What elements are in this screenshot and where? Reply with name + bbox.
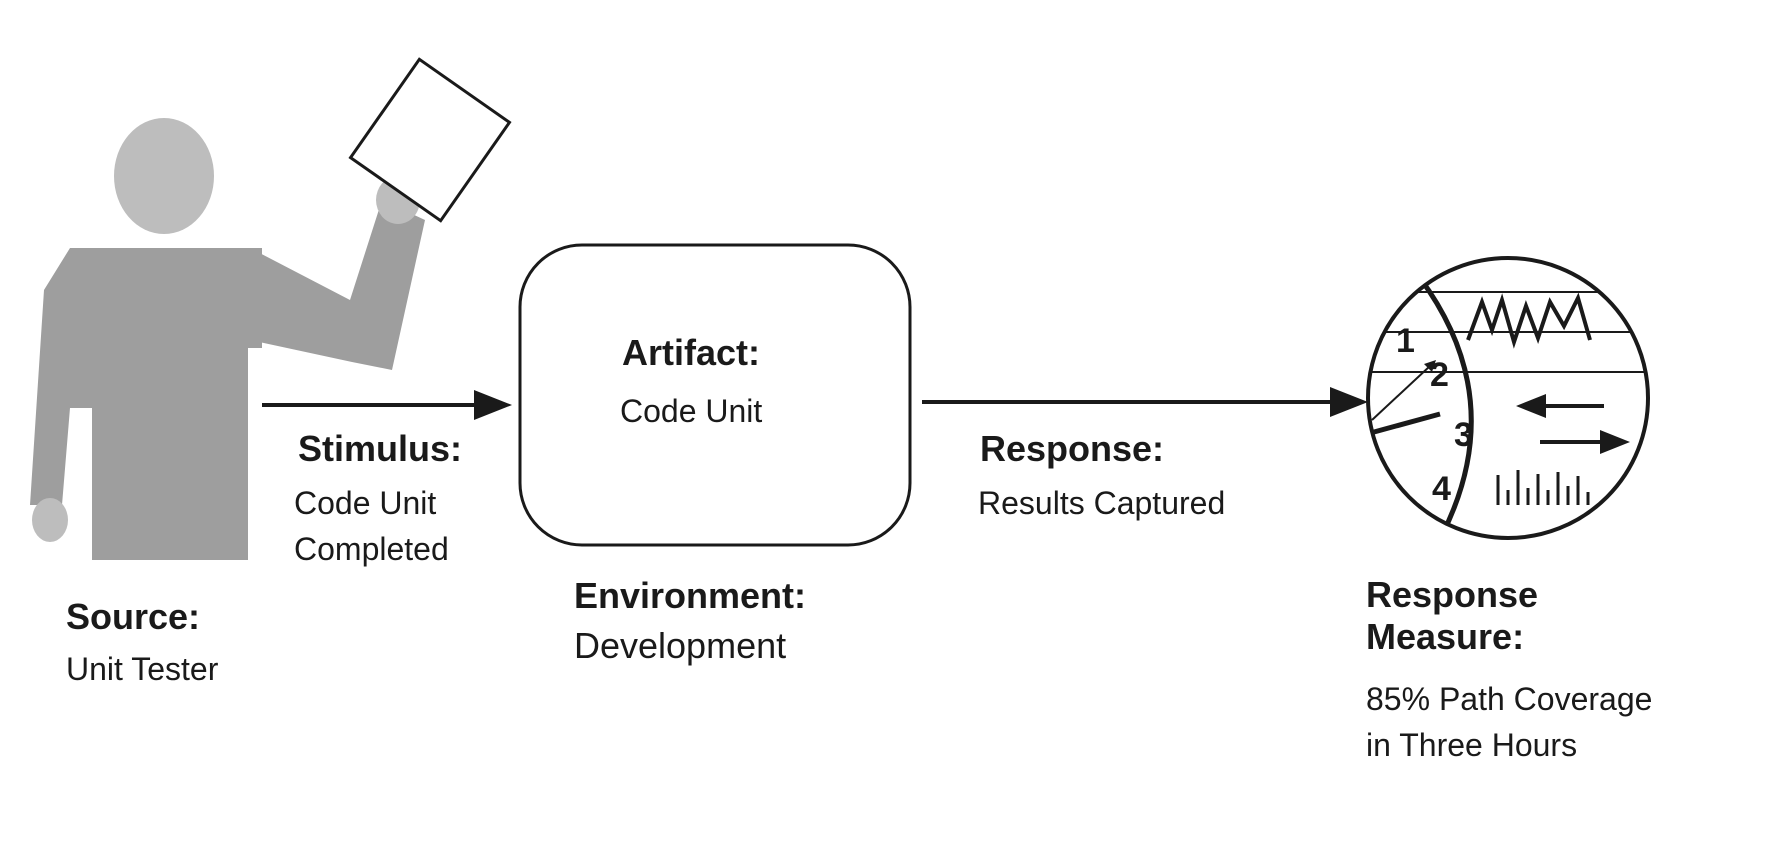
measurement-gauge-icon: 1 2 3 4 <box>1366 256 1650 540</box>
gauge-right-arrow-icon <box>1540 430 1630 454</box>
environment-heading: Environment: <box>574 575 807 616</box>
response-measure-value-line1: 85% Path Coverage <box>1366 681 1653 717</box>
response-measure-heading-line2: Measure: <box>1366 616 1525 657</box>
response-measure-heading-line1: Response <box>1366 574 1539 615</box>
person-hand <box>32 498 68 542</box>
artifact-heading: Artifact: <box>622 332 761 373</box>
stimulus-value-line2: Completed <box>294 531 449 567</box>
gauge-needle-thick <box>1373 411 1441 435</box>
gauge-left-arrow-icon <box>1516 394 1604 418</box>
stimulus-arrow <box>262 390 512 420</box>
artifact-value: Code Unit <box>620 393 763 429</box>
gauge-dial-number-2: 2 <box>1430 356 1449 394</box>
response-arrow <box>922 387 1368 417</box>
response-heading: Response: <box>980 428 1165 469</box>
artifact-box <box>518 243 912 547</box>
response-measure-value-line2: in Three Hours <box>1366 727 1578 763</box>
person-icon <box>30 57 512 560</box>
gauge-waveform <box>1466 292 1592 349</box>
gauge-dial-number-4: 4 <box>1432 470 1451 508</box>
gauge-needle-tip <box>1424 360 1436 372</box>
gauge-needle-thin <box>1371 365 1431 421</box>
stimulus-heading: Stimulus: <box>298 428 463 469</box>
gauge-bar-ticks <box>1496 470 1590 505</box>
stimulus-value-line1: Code Unit <box>294 485 437 521</box>
response-value: Results Captured <box>978 485 1226 521</box>
person-raised-arm <box>250 200 425 370</box>
gauge-dial-number-1: 1 <box>1396 322 1415 360</box>
source-value: Unit Tester <box>66 651 219 687</box>
person-head <box>114 118 214 234</box>
person-body <box>30 248 262 560</box>
gauge-dial-arc <box>1417 276 1474 537</box>
paper-sheet-icon <box>348 57 512 223</box>
source-heading: Source: <box>66 596 201 637</box>
environment-value: Development <box>574 625 787 666</box>
gauge-dial-number-3: 3 <box>1454 416 1473 454</box>
